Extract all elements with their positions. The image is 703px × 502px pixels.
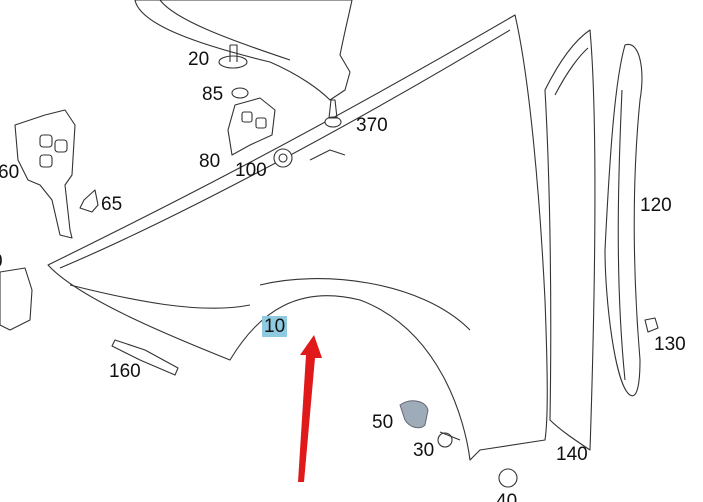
label-85: 85 bbox=[202, 84, 224, 105]
label-10-highlighted: 10 bbox=[262, 316, 288, 337]
label-60: 60 bbox=[0, 162, 20, 183]
clip-part-65 bbox=[79, 189, 99, 213]
part-0 bbox=[0, 267, 33, 331]
label-20: 20 bbox=[188, 49, 210, 70]
label-80: 80 bbox=[199, 151, 221, 172]
label-140: 140 bbox=[556, 444, 588, 465]
label-30: 30 bbox=[413, 440, 435, 461]
seal-part-120 bbox=[604, 44, 643, 397]
label-370: 370 bbox=[356, 115, 388, 136]
nut-part-40 bbox=[498, 468, 518, 488]
bracket-part-60 bbox=[14, 109, 76, 239]
fender-part-10 bbox=[47, 14, 548, 461]
clip-part-30 bbox=[437, 432, 453, 448]
label-100: 100 bbox=[235, 160, 267, 181]
trim-part-140 bbox=[544, 29, 596, 451]
screw-part-20 bbox=[218, 55, 248, 69]
screw-part-130 bbox=[644, 317, 659, 333]
nut-part-100 bbox=[273, 148, 293, 168]
bracket-part-80 bbox=[227, 97, 276, 156]
label-0: 0 bbox=[0, 252, 3, 271]
label-130: 130 bbox=[654, 334, 686, 355]
clip-part-370 bbox=[324, 116, 342, 128]
label-50: 50 bbox=[372, 412, 394, 433]
nut-part-85 bbox=[231, 87, 249, 99]
red-arrow-indicator bbox=[298, 335, 322, 482]
label-160: 160 bbox=[109, 361, 141, 382]
label-120: 120 bbox=[640, 195, 672, 216]
label-40: 40 bbox=[496, 491, 518, 502]
screw-part-50 bbox=[399, 400, 429, 429]
wheel-liner-part bbox=[134, 0, 353, 101]
strip-part-160 bbox=[111, 339, 179, 376]
label-65: 65 bbox=[101, 194, 123, 215]
